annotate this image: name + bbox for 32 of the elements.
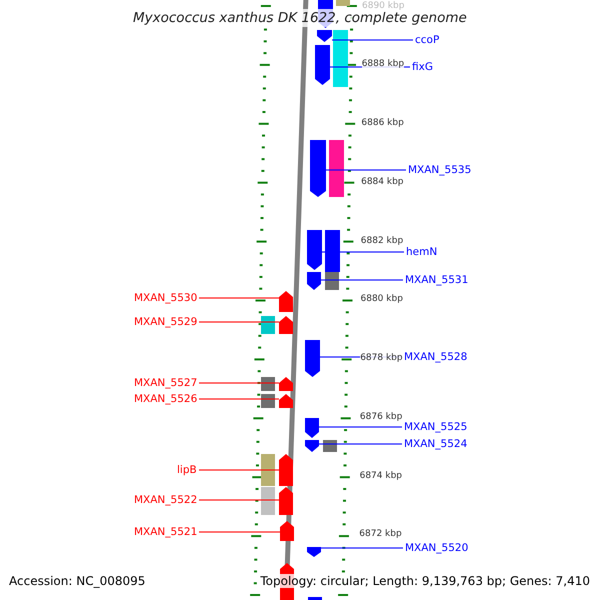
gene-label: lipB <box>177 464 197 476</box>
leader-line <box>318 426 402 428</box>
title: Myxococcus xanthus DK 1622, complete genome <box>133 9 467 27</box>
genome-stats-text: Topology: circular; Length: 9,139,763 bp; Genes: 7,410 <box>260 574 590 588</box>
gene-label: MXAN_5530 <box>134 292 198 304</box>
scale-label: 6882 kbp <box>360 236 404 247</box>
gene-label: MXAN_5529 <box>134 316 198 328</box>
gene-label: MXAN_5525 <box>404 420 468 434</box>
scale-label: 6880 kbp <box>360 294 403 305</box>
scale-label: 6874 kbp <box>360 471 402 482</box>
scale-label: 6884 kbp <box>361 177 404 188</box>
gene-label: hemN <box>406 246 438 258</box>
scale-label: 6890 kbp <box>362 1 404 12</box>
gene-label: MXAN_5520 <box>405 542 468 554</box>
leader-line <box>198 398 280 400</box>
scale-label: 6886 kbp <box>361 118 404 129</box>
leader-line <box>198 382 280 384</box>
scale-label: 6872 kbp <box>359 529 402 540</box>
gene-label: MXAN_5526 <box>134 392 198 406</box>
gene-label: ccoP <box>415 34 440 46</box>
gene-label: MXAN_5535 <box>408 164 472 176</box>
gene-label: MXAN_5528 <box>404 350 468 364</box>
scale-label: 6876 kbp <box>360 412 402 423</box>
gene-label: MXAN_5524 <box>404 438 468 450</box>
gene-label: MXAN_5527 <box>134 376 198 390</box>
gene-label: MXAN_5521 <box>134 526 198 538</box>
scale-label: 6878 kbp <box>360 353 403 364</box>
gene-label: fixG <box>412 60 433 74</box>
scale-label: 6888 kbp <box>362 59 404 70</box>
gene-label: MXAN_5531 <box>405 274 468 286</box>
accession-text: Accession: NC_008095 <box>9 574 146 588</box>
gene-label: MXAN_5522 <box>134 494 198 506</box>
